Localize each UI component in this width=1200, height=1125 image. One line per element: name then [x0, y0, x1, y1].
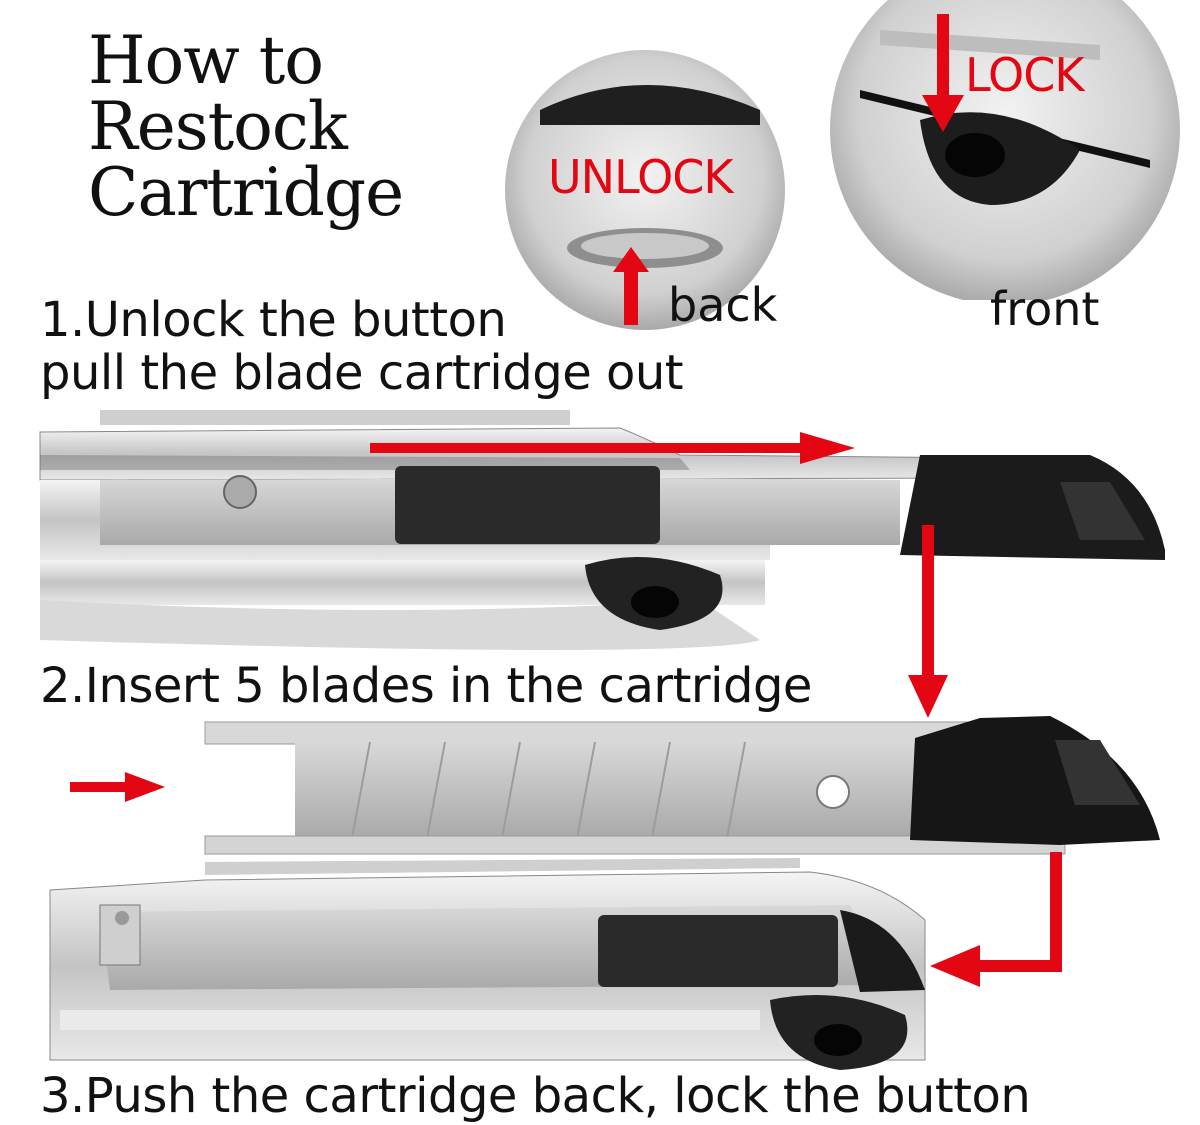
back-caption: back — [668, 278, 778, 332]
unlock-label: UNLOCK — [548, 150, 734, 204]
title-line-3: Cartridge — [88, 154, 404, 231]
arrow-right-icon — [800, 432, 855, 464]
front-closeup — [830, 0, 1200, 320]
down-arrow — [908, 525, 948, 718]
step-3-text: 3.Push the cartridge back, lock the butt… — [40, 1068, 1031, 1124]
pull-arrow — [370, 432, 855, 464]
title-line-2: Restock — [88, 88, 348, 165]
title-line-1: How to — [88, 22, 324, 99]
knife-3 — [49, 858, 926, 1070]
lock-label: LOCK — [965, 48, 1084, 102]
step-2-text: 2.Insert 5 blades in the cartridge — [40, 658, 812, 714]
step-1-line-1: 1.Unlock the button — [40, 292, 507, 348]
step-1-line-2: pull the blade cartridge out — [40, 345, 684, 401]
knife-1 — [39, 410, 1165, 650]
front-caption: front — [990, 282, 1100, 336]
cartridge — [70, 716, 1160, 855]
return-arrow — [930, 852, 1062, 987]
back-closeup — [505, 50, 785, 330]
arrow-right-icon-2 — [125, 772, 165, 802]
arrow-down-icon — [922, 95, 964, 132]
arrow-left-icon — [930, 945, 980, 987]
